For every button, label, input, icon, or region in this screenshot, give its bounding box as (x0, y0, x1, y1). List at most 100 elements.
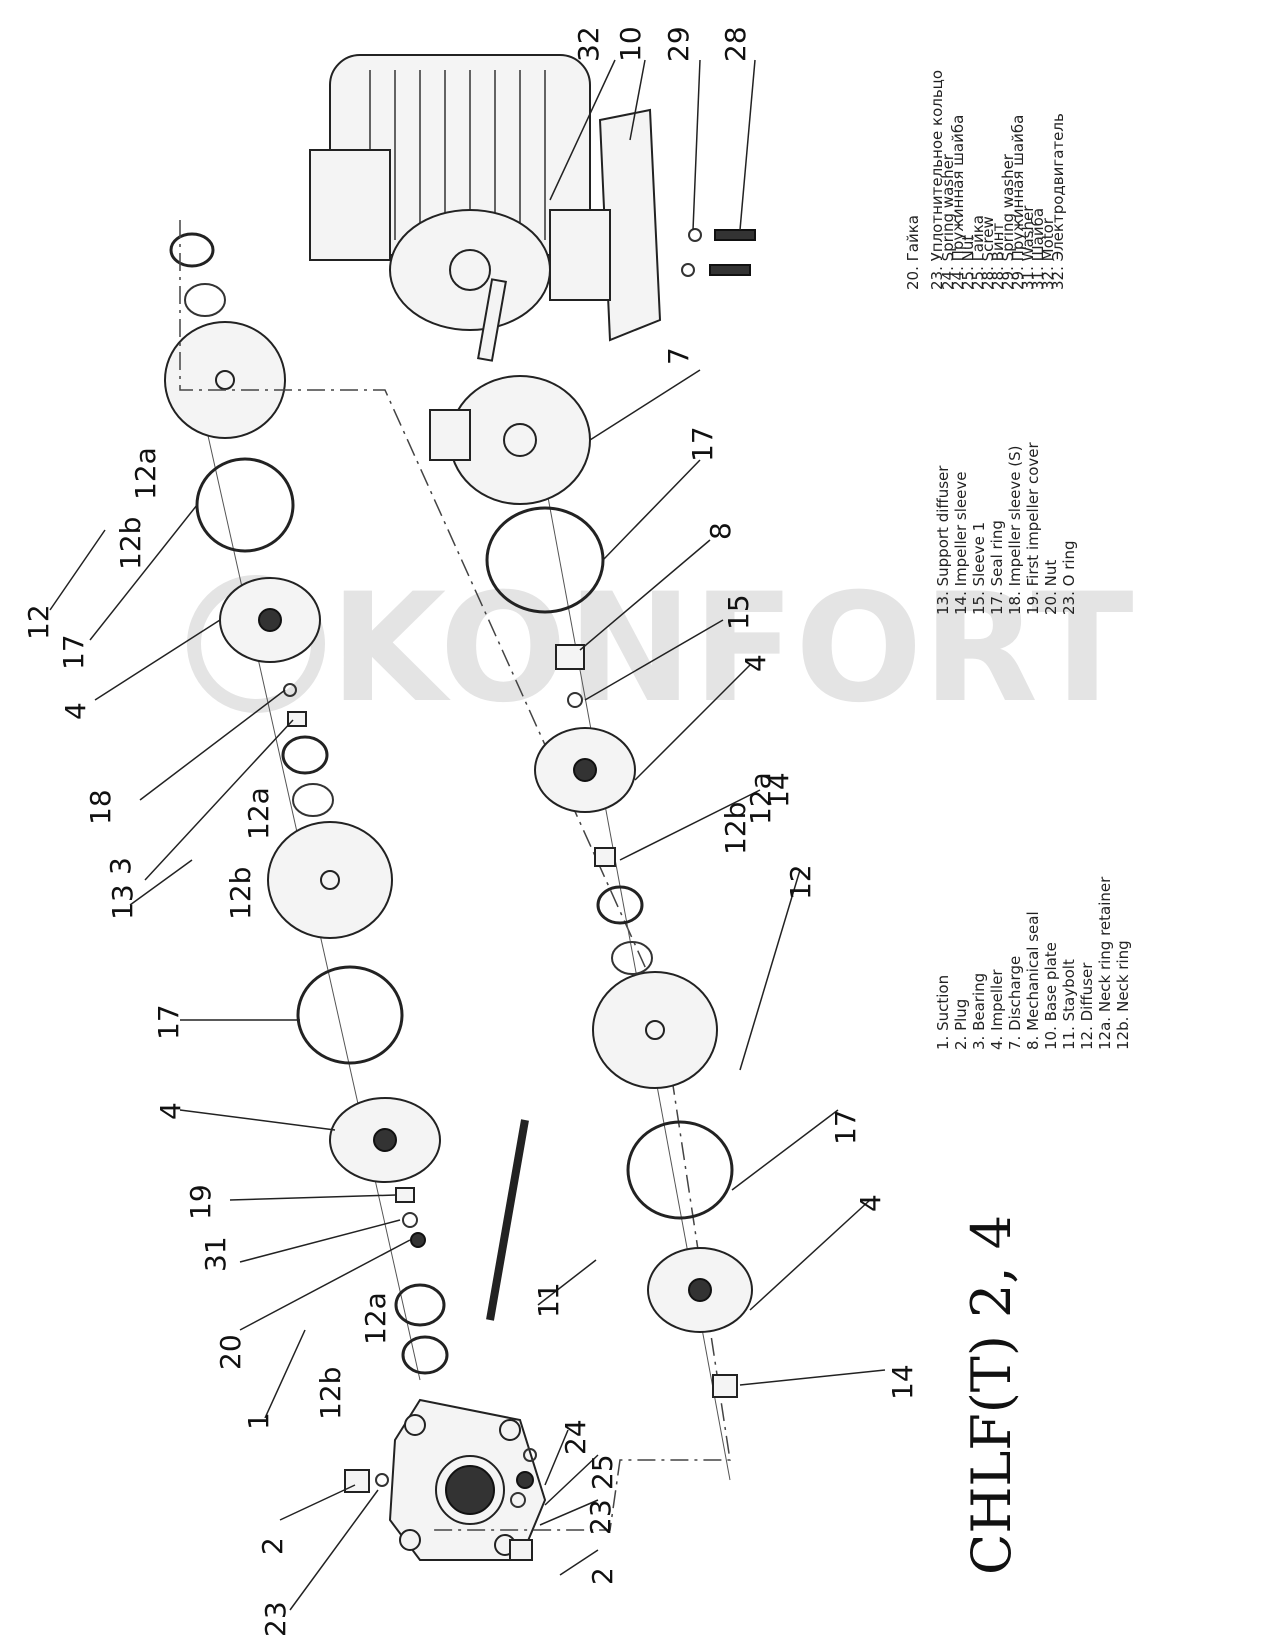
legend-item: 1. Suction (934, 975, 952, 1050)
callout-12a: 12a (129, 447, 162, 500)
o-ring (375, 1473, 389, 1487)
legend-item: 15. Sleeve 1 (970, 522, 988, 615)
legend-item: 28. Screw (979, 216, 997, 290)
callout-4: 4 (854, 1194, 887, 1212)
legend-item: 12b. Neck ring (1114, 940, 1132, 1050)
legend-item: 29. Spring washer (999, 153, 1017, 290)
legend-item: 18. Impeller sleeve (S) (1006, 446, 1024, 615)
legend-item: 24. Пружинная шайба (949, 115, 967, 290)
callout-17: 17 (57, 634, 90, 670)
callout-2: 2 (586, 1567, 619, 1585)
callout-17: 17 (152, 1004, 185, 1040)
legend-item: 10. Base plate (1042, 942, 1060, 1050)
callout-11: 11 (532, 1282, 565, 1318)
lower-assembly (429, 375, 753, 1481)
spring-washer (523, 1448, 537, 1462)
callout-12b: 12b (114, 517, 147, 570)
legend-item: 20. Nut (1042, 560, 1060, 615)
callout-17: 17 (686, 426, 719, 462)
legend-item: 32. Motor (1039, 217, 1057, 290)
callout-7: 7 (662, 347, 695, 365)
base-plate (549, 108, 662, 342)
callout-17: 17 (829, 1109, 862, 1145)
legend-item: 2. Plug (952, 999, 970, 1050)
sleeve-1 (567, 692, 583, 708)
motor-shaft (477, 278, 507, 362)
staybolt (486, 1119, 529, 1321)
legend-item: 25. Nut (959, 235, 977, 290)
legend-item: 12a. Neck ring retainer (1096, 876, 1114, 1050)
callout-12b: 12b (314, 1367, 347, 1420)
discharge-housing (429, 375, 591, 505)
legend-item: 25. Гайка (969, 215, 987, 290)
legend-item: 23. O ring (1060, 540, 1078, 615)
callout-8: 8 (704, 522, 737, 540)
legend-item: 20. Гайка (904, 215, 922, 290)
callout-2: 2 (256, 1537, 289, 1555)
base-plate-bolts (681, 228, 756, 277)
callout-14: 14 (762, 772, 795, 808)
legend-item: 8. Mechanical seal (1024, 911, 1042, 1050)
suction-housing (388, 1398, 547, 1561)
legend-item: 32. Электродвигатель (1049, 113, 1067, 290)
mechanical-seal (555, 644, 585, 670)
legend-item: 28. Винт (989, 223, 1007, 290)
leader-lines (49, 59, 886, 1611)
impeller-sleeve (712, 1374, 738, 1398)
callout-1: 1 (242, 1412, 275, 1430)
legend-column-3: 20. Гайка 23. Уплотнительное кольцо 24. … (904, 70, 1067, 290)
legend-item: 24. Spring washer (939, 153, 957, 290)
nut (410, 1232, 426, 1248)
upper-assembly (164, 232, 547, 1561)
legend-item: 12. Diffuser (1078, 962, 1096, 1050)
assembly-path (179, 220, 731, 1531)
motor (309, 54, 591, 362)
seal-ring (296, 965, 404, 1065)
callout-12a: 12a (242, 787, 275, 840)
callout-numbers: 2 23 1 12b 12a 20 31 19 4 17 13 12b 12a … (22, 26, 919, 1637)
callout-32: 32 (572, 26, 605, 62)
legend-item: 31. Шайба (1029, 208, 1047, 290)
legend-column-1: 1. Suction 2. Plug 3. Bearing 4. Impelle… (934, 876, 1132, 1050)
callout-18: 18 (84, 789, 117, 825)
legend-item: 29. Пружинная шайба (1009, 115, 1027, 290)
legend-item: 31. Washer (1019, 205, 1037, 290)
callout-28: 28 (719, 26, 752, 62)
legend-item: 11. Staybolt (1060, 959, 1078, 1050)
diagram-title: CHLF(T) 2, 4 (960, 1215, 1023, 1575)
callout-12: 12 (22, 604, 55, 640)
nut-25 (516, 1471, 534, 1489)
o-ring-23 (510, 1492, 526, 1508)
callout-25: 25 (586, 1454, 619, 1490)
legend-item: 23. Уплотнительное кольцо (928, 70, 946, 290)
legend-item: 4. Impeller (988, 969, 1006, 1050)
bearing (287, 711, 307, 727)
callout-12b: 12b (224, 867, 257, 920)
callout-19: 19 (184, 1184, 217, 1220)
callout-10: 10 (614, 26, 647, 62)
neck-ring (401, 1335, 449, 1375)
legend-item: 3. Bearing (970, 973, 988, 1050)
callout-23: 23 (259, 1601, 292, 1637)
impeller-sleeve-2 (594, 847, 616, 867)
callout-12: 12 (784, 864, 817, 900)
callout-20: 20 (214, 1334, 247, 1370)
legend-item: 13. Support diffuser (934, 465, 952, 615)
seal-ring-2 (195, 457, 295, 553)
watermark: KONFORT (187, 562, 1134, 736)
callout-12b: 12b (719, 802, 752, 855)
callout-13: 13 (106, 884, 139, 920)
plug-2 (509, 1539, 533, 1561)
callout-12a: 12a (744, 772, 777, 825)
neck-ring-retainer (394, 1283, 446, 1327)
washer (402, 1212, 418, 1228)
legend-item: 7. Discharge (1006, 956, 1024, 1050)
callout-15: 15 (722, 594, 755, 630)
callout-4: 4 (154, 1102, 187, 1120)
legend-column-2: 13. Support diffuser 14. Impeller sleeve… (934, 441, 1078, 615)
callout-29: 29 (662, 26, 695, 62)
callout-12a: 12a (359, 1292, 392, 1345)
callout-23: 23 (584, 1499, 617, 1535)
callout-4: 4 (739, 654, 772, 672)
